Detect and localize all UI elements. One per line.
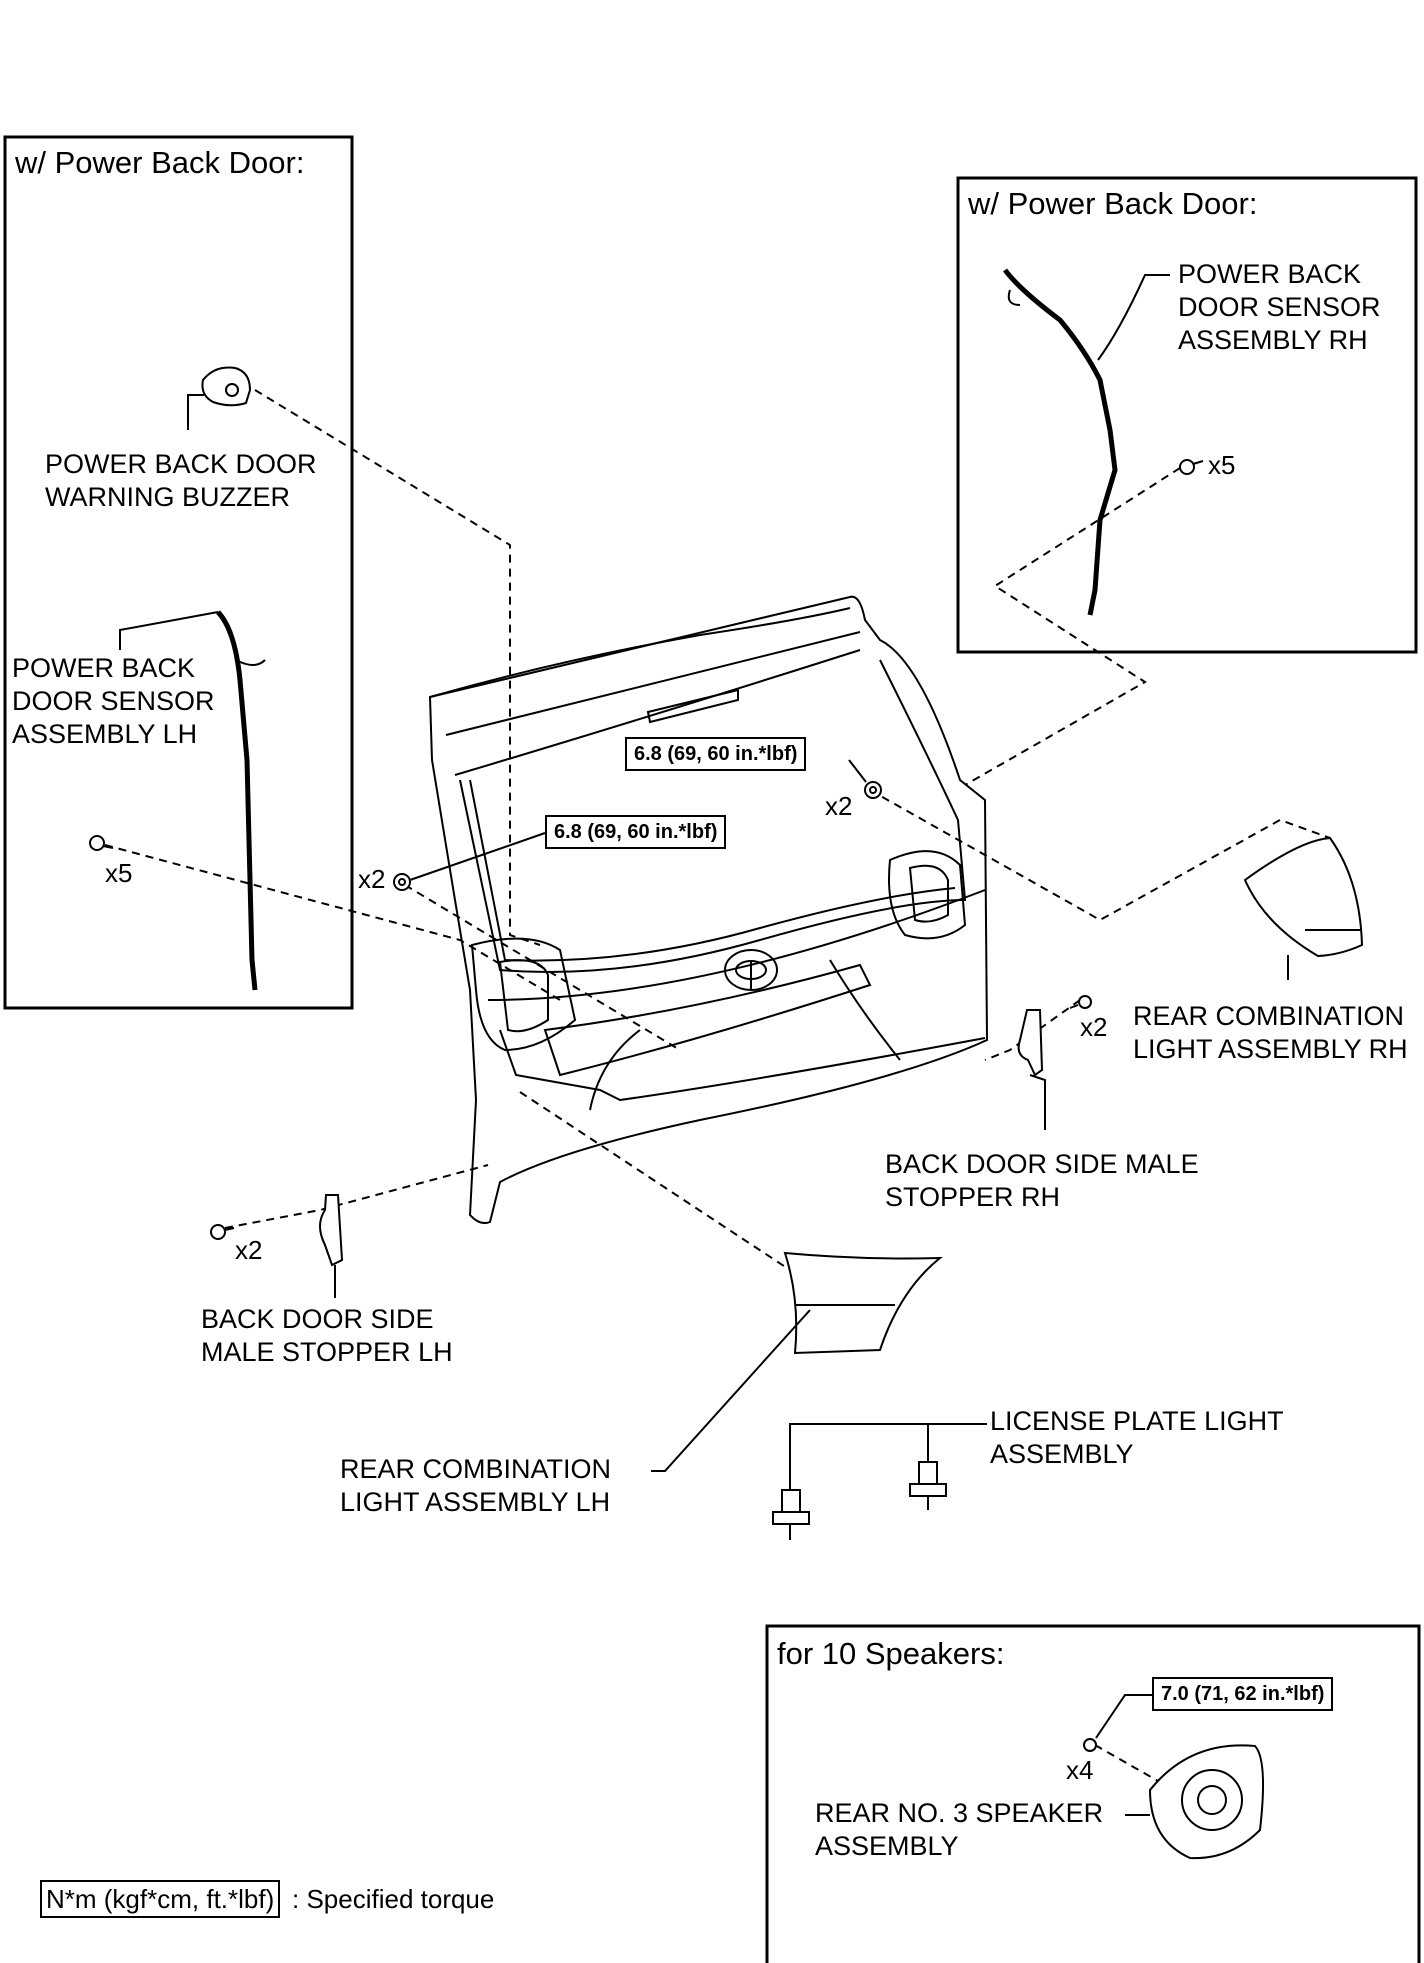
sensor-rh-icon bbox=[1003, 268, 1118, 616]
back-door bbox=[428, 595, 989, 1225]
bolt-icon bbox=[210, 1224, 235, 1240]
panel-title-left: w/ Power Back Door: bbox=[15, 145, 305, 180]
label-stopper-rh: BACK DOOR SIDE MALE STOPPER RH bbox=[885, 1149, 1199, 1212]
qty-stopper-rh-bolts: x2 bbox=[1080, 1012, 1108, 1042]
panel-title-speaker: for 10 Speakers: bbox=[777, 1636, 1005, 1671]
qty-speaker-screws: x4 bbox=[1066, 1755, 1094, 1785]
license-light-icon bbox=[772, 1489, 810, 1540]
qty-nut-center: x2 bbox=[825, 791, 853, 821]
bolt-icon bbox=[89, 835, 114, 851]
stopper-rh-icon bbox=[1017, 1009, 1044, 1077]
right-panel-frame bbox=[956, 176, 1418, 654]
license-light-icon bbox=[909, 1461, 947, 1510]
label-license-light: LICENSE PLATE LIGHT ASSEMBLY bbox=[990, 1406, 1284, 1469]
torque-left-nut: 6.8 (69, 60 in.*lbf) bbox=[545, 815, 727, 849]
label-stopper-lh: BACK DOOR SIDE MALE STOPPER LH bbox=[201, 1304, 453, 1367]
leader-solid bbox=[119, 274, 1289, 1816]
qty-stopper-lh-bolts: x2 bbox=[235, 1235, 263, 1265]
rear-light-rh-icon bbox=[1243, 836, 1364, 958]
nut-icon bbox=[393, 873, 411, 891]
panel-title-right: w/ Power Back Door: bbox=[968, 186, 1258, 221]
legend-torque-box: N*m (kgf*cm, ft.*lbf) bbox=[40, 1880, 281, 1918]
label-sensor-rh: POWER BACK DOOR SENSOR ASSEMBLY RH bbox=[1178, 259, 1381, 355]
torque-speaker: 7.0 (71, 62 in.*lbf) bbox=[1152, 1677, 1334, 1711]
speaker-panel-frame bbox=[765, 1624, 1421, 1963]
nut-icon bbox=[864, 781, 882, 799]
warning-buzzer-icon bbox=[201, 366, 252, 407]
qty-sensor-rh-bolts: x5 bbox=[1208, 450, 1236, 480]
leader-dashes bbox=[104, 389, 1331, 1786]
label-sensor-lh: POWER BACK DOOR SENSOR ASSEMBLY LH bbox=[12, 653, 215, 749]
qty-sensor-lh-bolts: x5 bbox=[105, 858, 133, 888]
label-warning-buzzer: POWER BACK DOOR WARNING BUZZER bbox=[45, 449, 317, 512]
speaker-icon bbox=[1148, 1744, 1265, 1860]
stopper-lh-icon bbox=[319, 1194, 344, 1267]
screw-icon bbox=[1083, 1738, 1097, 1752]
left-panel-frame bbox=[3, 135, 354, 1010]
label-rear-light-lh: REAR COMBINATION LIGHT ASSEMBLY LH bbox=[340, 1454, 612, 1517]
label-rear-light-rh: REAR COMBINATION LIGHT ASSEMBLY RH bbox=[1133, 1001, 1408, 1064]
rear-light-lh-icon bbox=[783, 1251, 943, 1355]
legend-torque-text: : Specified torque bbox=[292, 1884, 495, 1914]
bolt-icon bbox=[1069, 995, 1092, 1009]
bolt-icon bbox=[1179, 459, 1204, 475]
qty-nut-left: x2 bbox=[358, 864, 386, 894]
torque-center-nut: 6.8 (69, 60 in.*lbf) bbox=[625, 737, 807, 771]
sensor-lh-icon bbox=[216, 610, 258, 991]
label-speaker: REAR NO. 3 SPEAKER ASSEMBLY bbox=[815, 1798, 1104, 1861]
